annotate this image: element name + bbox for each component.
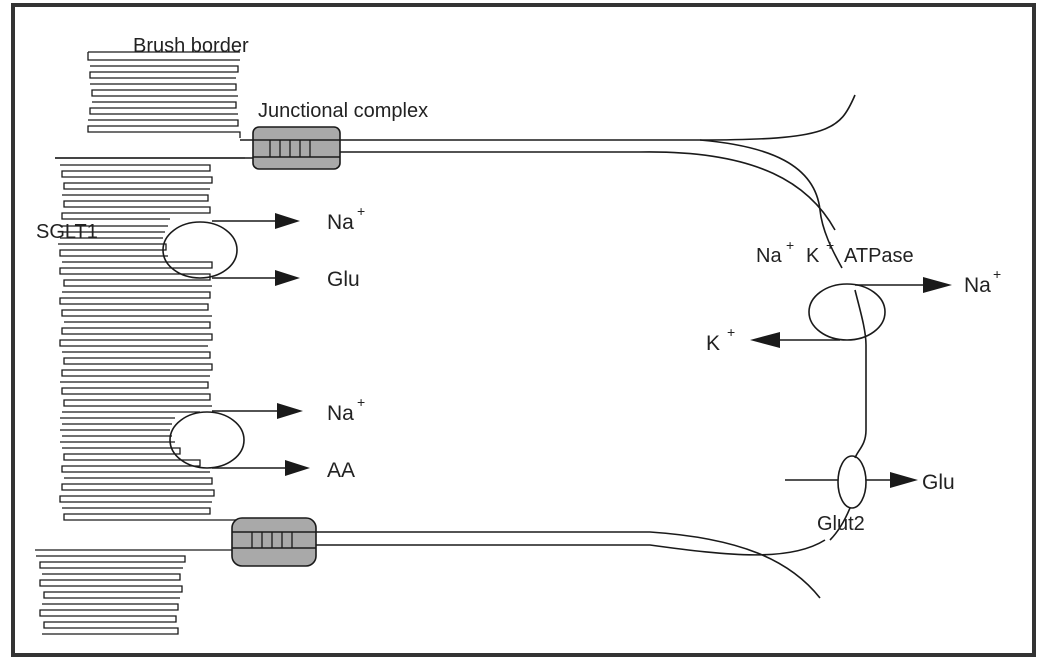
sglt1-label: SGLT1 [36, 221, 98, 243]
glut2-glu-label: Glu [922, 471, 955, 494]
pump-k-charge: + [727, 324, 735, 340]
glut2-label: Glut2 [817, 513, 865, 535]
junctional-complex-top [253, 127, 340, 169]
aa-na-label: Na [327, 402, 354, 425]
aa-cotransporter [170, 403, 310, 476]
pump-k-label: K [706, 332, 720, 355]
sglt1-na-charge: + [357, 203, 365, 219]
atpase-k-charge: + [826, 237, 834, 253]
na-k-atpase-pump [750, 277, 952, 348]
neighbour-cell-membrane [700, 95, 855, 140]
aa-label: AA [327, 459, 355, 482]
brush-border-left [55, 158, 245, 520]
atpase-na-charge: + [786, 237, 794, 253]
atpase-na-label: Na [756, 245, 782, 267]
pump-na-charge: + [993, 266, 1001, 282]
brush-border-top [88, 52, 240, 138]
brush-border-bottom [35, 550, 232, 634]
aa-na-charge: + [357, 394, 365, 410]
junctional-complex-bottom [232, 518, 316, 566]
atpase-label: ATPase [844, 245, 914, 267]
pump-na-label: Na [964, 274, 991, 297]
glut2-transporter [785, 456, 918, 508]
basal-membrane-bottom [235, 520, 820, 598]
sglt1-transporter [163, 213, 300, 286]
junctional-complex-label: Junctional complex [258, 100, 428, 122]
atpase-k-label: K [806, 245, 820, 267]
lateral-membrane-top [55, 152, 835, 230]
sglt1-na-label: Na [327, 211, 354, 234]
brush-border-label: Brush border [133, 35, 249, 57]
sglt1-glu-label: Glu [327, 268, 360, 291]
lower-membrane [235, 540, 825, 555]
